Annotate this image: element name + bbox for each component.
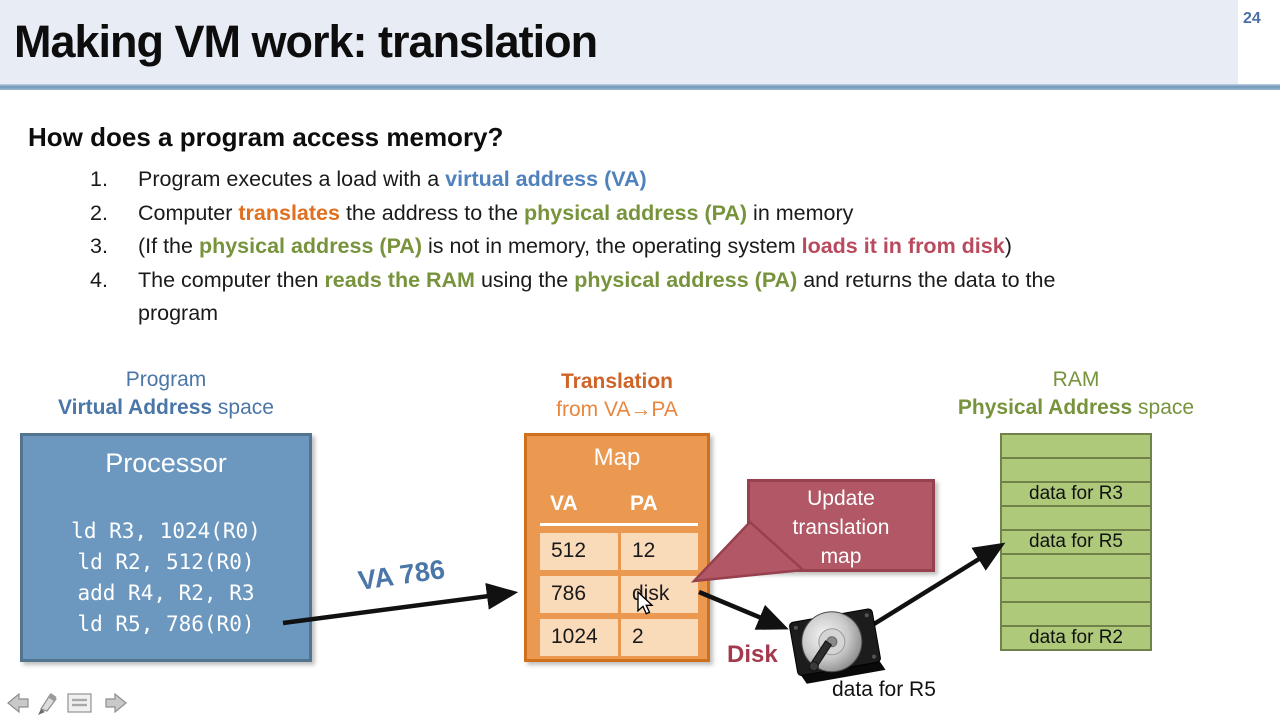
next-slide-icon[interactable] [105,692,127,714]
program-va-label: Program Virtual Address space [20,366,312,422]
pen-icon[interactable] [38,692,57,715]
text-segment: The computer then [138,267,325,292]
va-cell: 786 [540,576,618,613]
processor-box: Processor ld R3, 1024(R0) ld R2, 512(R0)… [20,433,312,662]
list-item: 4. The computer then reads the RAM using… [90,264,1235,331]
highlight-physical-address: physical address (PA) [524,200,748,225]
highlight-physical-address: physical address (PA) [574,267,798,292]
table-row: 512 12 [540,533,698,570]
list-text: (If the physical address (PA) is not in … [138,230,1235,264]
callout-line: Update [807,487,875,510]
translation-label: Translation from VA→PA [494,368,740,424]
list-item: 1. Program executes a load with a virtua… [90,163,1235,197]
highlight-reads-ram: reads the RAM [324,267,475,292]
ram-row [1000,553,1152,579]
list-text: Computer translates the address to the p… [138,197,1235,231]
label-line: Translation [560,370,674,393]
pa-cell: 12 [621,533,698,570]
numbered-list: 1. Program executes a load with a virtua… [90,163,1235,331]
header-divider [0,84,1280,90]
label-bold: Virtual Address [58,396,213,419]
list-number: 2. [90,200,108,225]
list-item: 3. (If the physical address (PA) is not … [90,230,1235,264]
highlight-physical-address: physical address (PA) [198,234,422,258]
code-line: ld R5, 786(R0) [77,612,255,636]
section-heading: How does a program access memory? [28,122,504,152]
ram-row [1000,601,1152,627]
code-line: ld R2, 512(R0) [77,550,255,574]
list-number: 1. [90,167,108,191]
previous-slide-icon[interactable] [7,692,29,714]
disk-data-label: data for R5 [832,678,936,701]
code-line: ld R3, 1024(R0) [71,519,261,543]
code-line: add R4, R2, R3 [77,581,255,605]
label-line: RAM [1052,368,1100,391]
label-rest: space [212,396,274,419]
text-segment: the address to the [339,200,525,225]
text-segment: is not in memory, the operating system [422,234,802,258]
text-segment: Program executes a load with a [138,167,446,191]
ram-row [1000,505,1152,531]
callout-line: map [820,545,862,568]
ram-row: data for R3 [1000,481,1152,507]
list-number: 4. [90,267,108,292]
map-title: Map [593,444,641,471]
va-786-arrow-label: VA 786 [356,554,447,596]
ram-pa-label: RAM Physical Address space [926,366,1226,422]
va-cell: 1024 [540,619,618,656]
table-row: 786 disk [540,576,698,613]
text-segment: and returns the data to the [797,267,1056,292]
ram-row: data for R5 [1000,529,1152,555]
map-rows: 512 12 786 disk 1024 2 [540,533,698,662]
ram-row [1000,577,1152,603]
text-segment: in memory [747,200,854,225]
ram-row [1000,457,1152,483]
text-segment: using the [474,267,575,292]
label-line: from VA→PA [556,398,678,421]
pa-cell: disk [621,576,698,613]
highlight-translates: translates [238,200,340,225]
label-line: Program [125,368,207,391]
assembly-code: ld R3, 1024(R0) ld R2, 512(R0) add R4, R… [23,516,309,640]
update-map-callout: Update translation map [747,479,935,572]
label-bold: Physical Address [957,396,1133,419]
arrow-map-to-disk [698,589,789,630]
ram-row [1000,433,1152,459]
list-text: Program executes a load with a virtual a… [138,163,1235,197]
slide-menu-icon[interactable] [67,693,92,713]
slide-title: Making VM work: translation [14,16,598,67]
ram-row: data for R2 [1000,625,1152,651]
list-number: 3. [90,234,108,258]
arrow-va-to-map [282,582,519,626]
highlight-loads-from-disk: loads it in from disk [801,234,1005,258]
column-header-pa: PA [630,492,658,515]
presenter-nav [7,692,127,715]
column-header-va: VA [550,492,578,515]
label-line: Virtual Address space [58,396,274,419]
slide-number: 24 [1243,10,1261,27]
callout-line: translation [792,516,890,539]
label-line: Physical Address space [958,396,1194,419]
text-segment: program [138,301,219,325]
list-text: The computer then reads the RAM using th… [138,264,1235,331]
translation-map-box: Map VA PA 512 12 786 disk 1024 2 [524,433,710,662]
title-banner [0,0,1238,84]
va-cell: 512 [540,533,618,570]
ram-box: data for R3 data for R5 data for R2 [1000,433,1152,651]
processor-title: Processor [105,448,227,478]
highlight-virtual-address: virtual address (VA) [445,167,647,191]
disk-label: Disk [727,641,778,668]
text-segment: Computer [138,200,239,225]
text-segment: (If the [138,234,199,258]
table-row: 1024 2 [540,619,698,656]
pa-cell: 2 [621,619,698,656]
label-rest: space [1132,396,1195,419]
text-segment: ) [1004,234,1012,258]
list-item: 2. Computer translates the address to th… [90,197,1235,231]
disk-icon [789,608,886,684]
map-header-underline [540,523,698,526]
